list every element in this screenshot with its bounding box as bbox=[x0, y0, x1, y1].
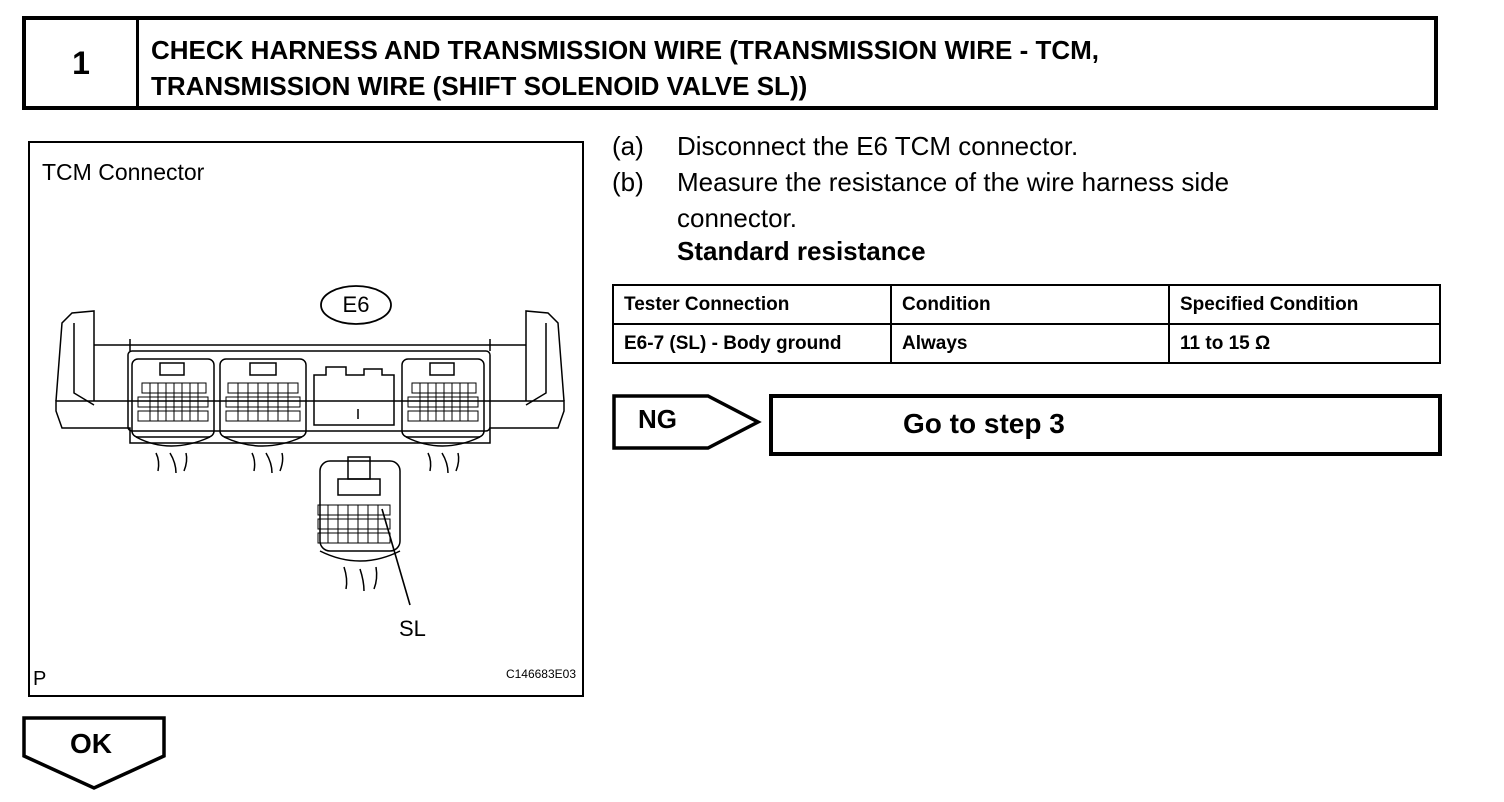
ok-label: OK bbox=[70, 728, 112, 759]
ng-action-text: Go to step 3 bbox=[903, 408, 1065, 439]
instruction-text: Measure the resistance of the wire harne… bbox=[677, 167, 1230, 197]
table-header: Condition bbox=[890, 284, 1170, 325]
tcm-body-bottom bbox=[55, 400, 565, 444]
figure-corner-mark: P bbox=[33, 668, 47, 690]
instruction-label: (a) bbox=[612, 131, 644, 161]
socket-middle bbox=[219, 358, 307, 438]
table-row: E6-7 (SL) - Body ground Always 11 to 15 … bbox=[612, 323, 1441, 364]
tcm-right-bracket bbox=[525, 310, 565, 402]
connector-label: E6 bbox=[342, 292, 370, 317]
socket-left bbox=[131, 358, 215, 438]
sl-leader-line bbox=[381, 508, 411, 606]
table-cell: Always bbox=[890, 323, 1170, 364]
ng-arrow-icon bbox=[612, 394, 762, 450]
table-header: Tester Connection bbox=[612, 284, 892, 325]
e6-harness-connector bbox=[319, 460, 401, 552]
ng-label: NG bbox=[638, 404, 677, 434]
table-header: Specified Condition bbox=[1168, 284, 1441, 325]
tcm-connector-figure: TCM Connector E6 SL P C146683E03 bbox=[28, 141, 584, 697]
table-cell: E6-7 (SL) - Body ground bbox=[612, 323, 892, 364]
step-title: CHECK HARNESS AND TRANSMISSION WIRE (TRA… bbox=[139, 20, 1434, 106]
standard-resistance-heading: Standard resistance bbox=[677, 236, 926, 266]
tcm-connector-face bbox=[127, 350, 491, 432]
pin-label: SL bbox=[399, 616, 426, 641]
socket-blank bbox=[313, 366, 395, 426]
spec-table: Tester Connection Condition Specified Co… bbox=[612, 284, 1441, 364]
instruction-text: connector. bbox=[677, 203, 797, 233]
socket-right bbox=[401, 358, 485, 438]
step-header: 1 CHECK HARNESS AND TRANSMISSION WIRE (T… bbox=[22, 16, 1438, 110]
ng-action-box: Go to step 3 bbox=[769, 394, 1442, 456]
step-title-line-2: TRANSMISSION WIRE (SHIFT SOLENOID VALVE … bbox=[151, 71, 808, 101]
step-number: 1 bbox=[26, 20, 139, 106]
figure-title: TCM Connector bbox=[42, 159, 205, 185]
figure-code: C146683E03 bbox=[505, 667, 576, 681]
table-header-row: Tester Connection Condition Specified Co… bbox=[612, 284, 1441, 325]
instruction-label: (b) bbox=[612, 167, 644, 197]
step-title-line-1: CHECK HARNESS AND TRANSMISSION WIRE (TRA… bbox=[151, 35, 1100, 65]
e6-label-ellipse bbox=[320, 285, 392, 325]
instruction-text: Disconnect the E6 TCM connector. bbox=[677, 131, 1079, 161]
tcm-left-bracket bbox=[55, 310, 95, 402]
table-cell: 11 to 15 Ω bbox=[1168, 323, 1441, 364]
tcm-connector-illustration bbox=[55, 285, 565, 606]
ok-arrow-icon bbox=[22, 716, 166, 790]
